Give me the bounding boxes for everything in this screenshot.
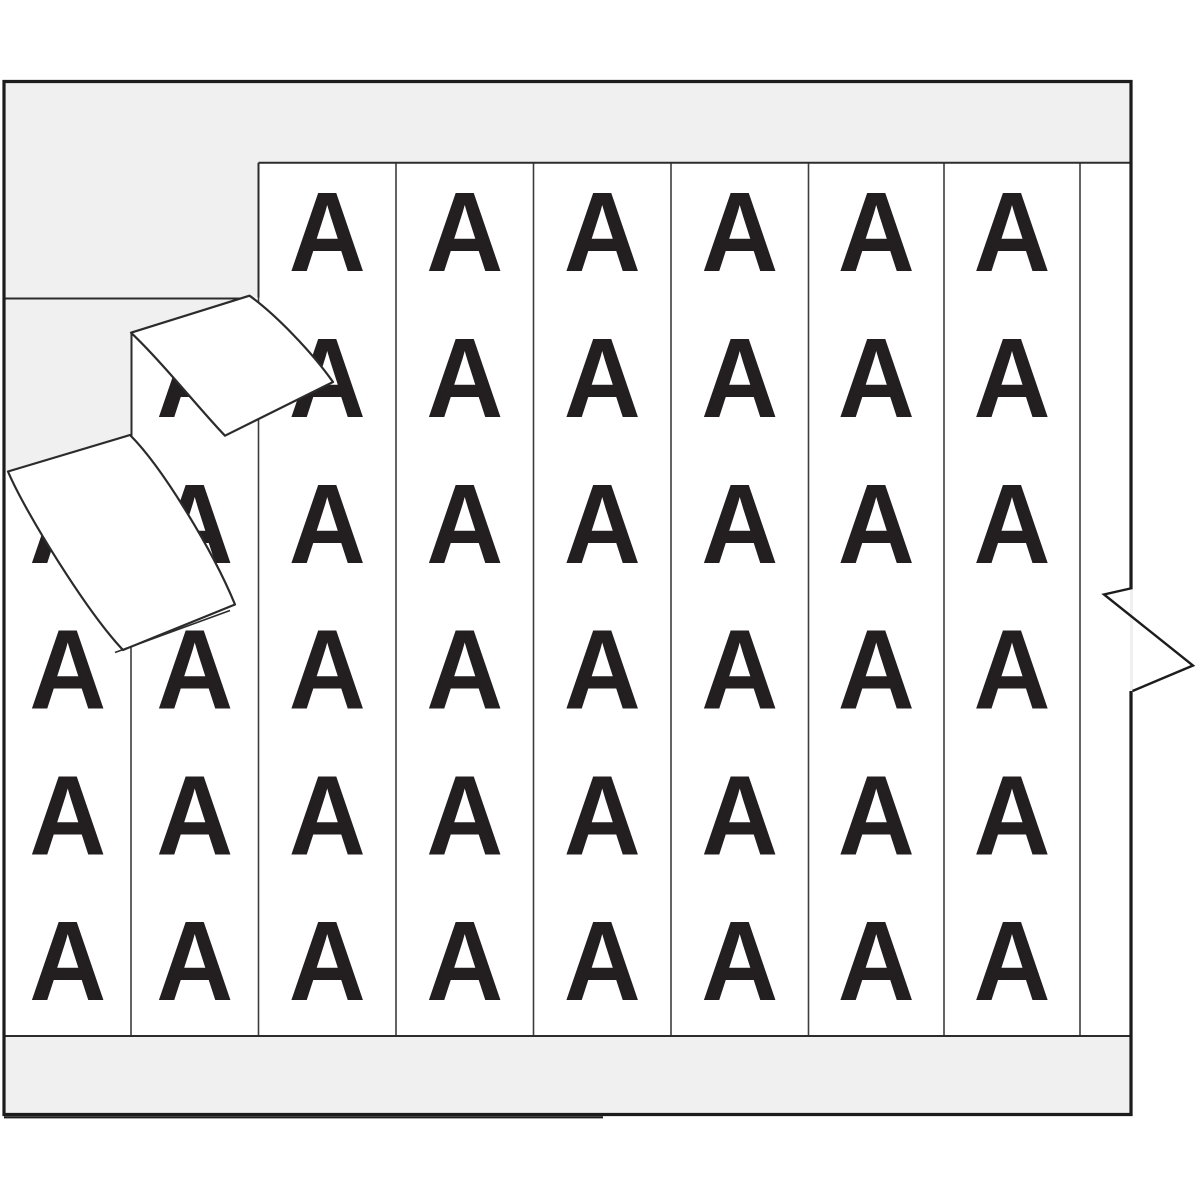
marker-letter: A [838,315,915,441]
marker-letter: A [156,898,233,1024]
marker-letter: A [29,607,106,733]
marker-letter: A [701,461,778,587]
marker-letter: A [974,461,1051,587]
marker-letter: A [701,752,778,878]
peeled-label [129,294,335,437]
peeled-liner-area [5,161,259,474]
marker-letter: A [701,315,778,441]
marker-letter: A [974,315,1051,441]
marker-letter: A [289,752,366,878]
marker-letter: A [974,898,1051,1024]
marker-letter: A [701,898,778,1024]
marker-letter: A [974,607,1051,733]
marker-letter: A [564,898,641,1024]
marker-letter: A [426,169,503,295]
marker-letter: A [564,752,641,878]
marker-letter: A [29,752,106,878]
marker-letter: A [564,461,641,587]
marker-letter: A [289,607,366,733]
marker-letter: A [426,315,503,441]
marker-letter: A [289,461,366,587]
marker-letter: A [838,752,915,878]
label-edge-sliver [114,609,231,654]
marker-letter: A [29,898,106,1024]
marker-letter: A [564,315,641,441]
marker-letter: A [289,169,366,295]
peeled-label [6,433,237,652]
marker-letter: A [426,898,503,1024]
marker-letter: A [289,898,366,1024]
marker-letter: A [838,461,915,587]
marker-letter: A [974,752,1051,878]
marker-letter: A [426,752,503,878]
marker-letter: A [701,169,778,295]
marker-letter: A [564,607,641,733]
label-column-dividers [130,162,1081,1036]
marker-letter: A [564,169,641,295]
marker-letter: A [426,461,503,587]
marker-letter: A [974,169,1051,295]
marker-letter: A [838,169,915,295]
marker-letter: A [838,898,915,1024]
marker-letter: A [838,607,915,733]
peeled-label-flap-upper [129,294,335,437]
marker-letter: A [426,607,503,733]
card-border [2,79,1133,1117]
tear-notch [1101,586,1196,693]
marker-letter: A [701,607,778,733]
peeled-label-flap-lower [6,433,237,654]
marker-letter: A [156,752,233,878]
